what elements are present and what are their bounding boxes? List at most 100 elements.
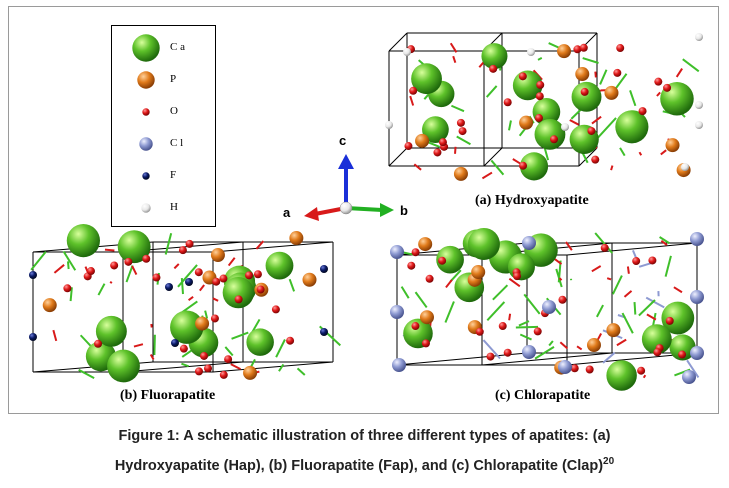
calcium-atom	[107, 349, 140, 383]
phosphorus-atom	[195, 316, 210, 331]
bond	[275, 339, 286, 358]
bond	[660, 240, 668, 246]
bond	[508, 120, 512, 131]
oxygen-atom	[194, 367, 203, 376]
panel-label-fluorapatite: (b) Fluorapatite	[120, 388, 216, 403]
oxygen-atom	[678, 350, 687, 359]
bond	[224, 346, 234, 357]
fluorine-atom	[171, 339, 179, 347]
bond	[204, 310, 209, 319]
bond	[638, 151, 643, 156]
bond	[481, 352, 613, 366]
bond	[578, 147, 598, 167]
fluorine-atom	[320, 328, 328, 336]
calcium-atom	[170, 310, 204, 344]
bond	[621, 312, 634, 334]
bond	[686, 359, 700, 378]
phosphorus-atom	[302, 272, 317, 287]
oxygen-atom	[245, 271, 254, 280]
oxygen-atom	[407, 261, 416, 270]
bond	[537, 56, 543, 61]
panel-label-hydroxyapatite: (a) Hydroxyapatite	[475, 193, 589, 208]
bond	[212, 361, 334, 373]
bond	[642, 374, 647, 379]
calcium-atom	[615, 110, 649, 144]
bond	[623, 290, 633, 298]
calcium-atom	[661, 301, 695, 335]
bond	[456, 135, 471, 146]
phosphorus-atom	[606, 323, 621, 338]
hydrogen-atom	[695, 121, 703, 129]
bond	[508, 313, 512, 321]
fluorine-atom	[320, 265, 328, 273]
oxygen-atom	[570, 364, 579, 373]
calcium-atom	[669, 334, 696, 361]
oxygen-atom	[142, 254, 151, 263]
oxygen-atom	[558, 295, 567, 304]
legend-label: C a	[170, 41, 185, 53]
bond	[122, 361, 244, 373]
figure-caption: Figure 1: A schematic illustration of th…	[0, 424, 729, 479]
bond	[492, 284, 509, 301]
calcium-atom	[571, 81, 602, 112]
oxygen-atom	[536, 80, 545, 89]
bond	[278, 363, 285, 372]
hydrogen-atom	[403, 48, 411, 56]
oxygen-atom	[124, 257, 133, 266]
bond	[673, 286, 683, 294]
bond	[451, 104, 465, 113]
bond	[388, 147, 408, 167]
fluorine-atom	[29, 271, 37, 279]
oxygen-atom	[234, 295, 243, 304]
bond	[596, 117, 617, 140]
bond	[177, 264, 198, 288]
bond	[187, 295, 194, 301]
bond	[230, 363, 241, 370]
oxygen-atom	[404, 142, 413, 151]
oxygen-atom	[286, 336, 295, 345]
bond	[675, 68, 683, 78]
phosphorus-atom	[519, 115, 534, 130]
oxygen-atom	[409, 86, 418, 95]
calcium-atom	[641, 324, 672, 355]
bond	[591, 115, 602, 125]
hydrogen-atom	[561, 123, 569, 131]
bond	[402, 251, 414, 256]
bond	[388, 32, 408, 52]
calcium-atom	[467, 227, 500, 260]
caption-reference: 20	[603, 456, 615, 467]
axis-a-label: a	[283, 205, 291, 220]
calcium-atom	[436, 245, 464, 274]
bond	[616, 338, 627, 347]
oxygen-atom	[212, 277, 221, 286]
bond	[646, 313, 657, 321]
oxygen-atom	[663, 83, 672, 92]
oxygen-atom	[591, 155, 600, 164]
phosphorus-atom	[418, 237, 433, 252]
oxygen-atom	[63, 284, 72, 293]
bond	[660, 149, 667, 156]
calcium-atom	[481, 43, 508, 70]
bond	[180, 277, 184, 295]
bond	[449, 42, 458, 53]
bond	[449, 269, 462, 283]
legend-label: O	[170, 105, 178, 117]
bond	[645, 296, 665, 309]
oxygen-atom	[110, 261, 119, 270]
oxygen-atom	[665, 316, 674, 325]
oxygen-atom	[458, 127, 467, 136]
legend-row: F	[112, 162, 217, 190]
bond	[173, 263, 180, 270]
bond	[523, 293, 541, 315]
oxygen-atom	[637, 366, 646, 375]
calcium-atom	[507, 253, 535, 281]
oxygen-atom	[653, 348, 662, 357]
legend-label: H	[170, 201, 178, 213]
bond	[558, 277, 563, 281]
bond	[62, 250, 77, 271]
bond	[97, 283, 106, 296]
bond	[626, 266, 630, 274]
phosphorus-atom	[419, 310, 434, 325]
hydrogen-atom	[695, 33, 703, 41]
